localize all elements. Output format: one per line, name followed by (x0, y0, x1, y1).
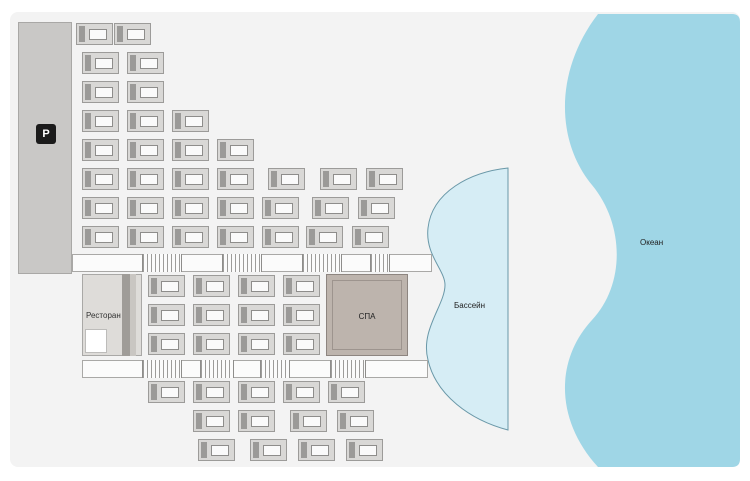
villa-icon (127, 110, 164, 132)
ocean-label: Океан (640, 238, 664, 247)
villa-icon (148, 304, 185, 326)
villa-icon (328, 381, 365, 403)
ocean (564, 14, 740, 467)
villa-icon (148, 333, 185, 355)
villa-icon (114, 23, 151, 45)
villa-icon (172, 197, 209, 219)
villa-icon (217, 168, 254, 190)
stairs (260, 360, 290, 378)
restaurant-terrace (130, 274, 136, 356)
villa-icon (148, 275, 185, 297)
restaurant-kitchen (85, 329, 107, 353)
villa-icon (172, 139, 209, 161)
villa-icon (193, 410, 230, 432)
villa-icon (82, 139, 119, 161)
villa-icon (217, 197, 254, 219)
spa-label: СПА (358, 312, 376, 321)
spa-building (326, 274, 408, 356)
villa-icon (366, 168, 403, 190)
villa-icon (320, 168, 357, 190)
villa-icon (238, 333, 275, 355)
villa-icon (238, 304, 275, 326)
villa-icon (193, 304, 230, 326)
villa-icon (127, 197, 164, 219)
villa-icon (306, 226, 343, 248)
villa-icon (82, 226, 119, 248)
spa-courtyard (332, 280, 402, 350)
stairs (222, 254, 262, 272)
villa-icon (148, 381, 185, 403)
villa-icon (352, 226, 389, 248)
villa-icon (127, 139, 164, 161)
villa-icon (127, 81, 164, 103)
villa-icon (283, 333, 320, 355)
stairs (302, 254, 342, 272)
villa-icon (82, 81, 119, 103)
villa-icon (193, 381, 230, 403)
pool (426, 167, 509, 431)
villa-icon (172, 168, 209, 190)
villa-icon (268, 168, 305, 190)
villa-icon (358, 197, 395, 219)
pool-label: Бассейн (454, 301, 486, 310)
villa-icon (283, 304, 320, 326)
villa-icon (217, 226, 254, 248)
stairs (200, 360, 234, 378)
villa-icon (127, 52, 164, 74)
villa-icon (127, 226, 164, 248)
villa-icon (172, 110, 209, 132)
villa-icon (82, 197, 119, 219)
restaurant-terrace (122, 274, 130, 356)
villa-icon (172, 226, 209, 248)
villa-icon (298, 439, 335, 461)
stairs (142, 254, 182, 272)
villa-icon (337, 410, 374, 432)
villa-icon (76, 23, 113, 45)
villa-icon (312, 197, 349, 219)
villa-icon (82, 168, 119, 190)
parking-area (18, 22, 72, 274)
restaurant-label: Ресторан (86, 311, 121, 320)
villa-icon (127, 168, 164, 190)
stairs (142, 360, 182, 378)
villa-icon (283, 381, 320, 403)
villa-icon (262, 197, 299, 219)
villa-icon (82, 110, 119, 132)
villa-icon (238, 275, 275, 297)
villa-icon (193, 275, 230, 297)
villa-icon (262, 226, 299, 248)
villa-icon (250, 439, 287, 461)
lower-walkway (82, 360, 428, 378)
villa-icon (283, 275, 320, 297)
villa-icon (290, 410, 327, 432)
villa-icon (238, 381, 275, 403)
villa-icon (217, 139, 254, 161)
villa-icon (82, 52, 119, 74)
villa-icon (238, 410, 275, 432)
stairs (370, 254, 390, 272)
villa-icon (346, 439, 383, 461)
stairs (330, 360, 366, 378)
villa-icon (198, 439, 235, 461)
villa-icon (193, 333, 230, 355)
parking-sign: P (36, 124, 56, 144)
